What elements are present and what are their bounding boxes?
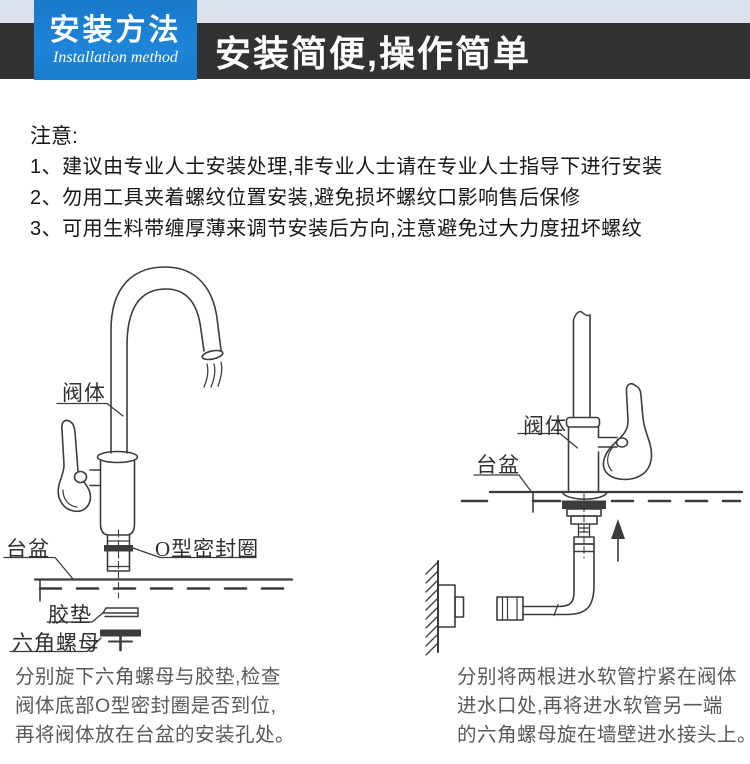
label-valve-body-right: 阀体: [523, 414, 567, 438]
caption-line: 进水口处,再将进水软管另一端: [457, 695, 723, 717]
handle-connector: [89, 469, 102, 487]
body-sides: [99, 460, 136, 536]
body-flange: [96, 450, 139, 464]
hose-outer: [522, 550, 595, 616]
leader-gasket: [46, 611, 105, 623]
hose-hex-flats: [501, 596, 518, 621]
hose-break-tick: [553, 603, 559, 617]
right-faucet-diagram: [425, 311, 744, 656]
arrow-head: [611, 519, 625, 539]
note-item-3: 3、可用生料带缠厚薄来调节安装后方向,注意避免过大力度扭坏螺纹: [30, 218, 643, 240]
leader-valve-body: [56, 402, 124, 417]
handle-pivot: [73, 470, 88, 484]
badge-subtitle: Installation method: [53, 48, 178, 66]
label-gasket: 胶垫: [48, 603, 92, 627]
leader-hex-nut: [9, 637, 102, 653]
label-basin-left: 台盆: [6, 537, 50, 561]
tube-break-line: [572, 311, 591, 321]
gasket-drawing: [102, 607, 139, 618]
leader-o-ring: [129, 546, 257, 559]
body-flange: [565, 416, 601, 428]
wall-fitting-large: [437, 584, 456, 628]
label-basin-right: 台盆: [476, 453, 520, 477]
handle-connector: [597, 436, 618, 448]
label-o-ring: O型密封圈: [155, 537, 260, 561]
caption-line: 分别将两根进水软管拧紧在阀体: [457, 666, 738, 688]
badge-title: 安装方法: [49, 13, 182, 47]
handle-inner-line: [62, 489, 78, 508]
tube-sides: [572, 314, 591, 418]
caption-line: 分别旋下六角螺母与胶垫,检查: [15, 666, 281, 688]
wall-hatching: [425, 561, 439, 656]
leader-basin: [3, 556, 74, 580]
right-diagram-caption: 分别将两根进水软管拧紧在阀体 进水口处,再将进水软管另一端 的六角螺母旋在墙壁进…: [457, 663, 750, 750]
handle-inner-line: [607, 446, 614, 472]
caption-line: 阀体底部O型密封圈是否到位,: [15, 695, 277, 717]
shank-outline: [106, 534, 131, 572]
note-item-2: 2、勿用工具夹着螺纹位置安装,避免损坏螺纹口影响售后保修: [30, 187, 581, 209]
left-diagram-caption: 分别旋下六角螺母与胶垫,检查 阀体底部O型密封圈是否到位, 再将阀体放在台盆的安…: [15, 663, 315, 750]
spout-tip: [201, 349, 224, 361]
body-sides: [567, 426, 600, 492]
left-faucet-diagram: [3, 266, 294, 653]
caption-line: 再将阀体放在台盆的安装孔处。: [15, 724, 296, 746]
hose-inner: [522, 550, 575, 608]
note-item-1: 1、建议由专业人士安装处理,非专业人士请在专业人士指导下进行安装: [30, 156, 663, 178]
leader-basin: [473, 474, 533, 493]
section-badge: 安装方法 Installation method: [34, 0, 197, 80]
label-hex-nut: 六角螺母: [12, 631, 100, 655]
body-bottom-arc: [562, 492, 608, 500]
o-ring-band: [104, 545, 133, 552]
spout-outer-curve: [110, 266, 222, 454]
notes-heading: 注意:: [30, 125, 78, 148]
handle-lever: [602, 383, 653, 481]
label-valve-body-left: 阀体: [62, 381, 106, 405]
leader-valve-body: [517, 432, 579, 449]
caption-line: 的六角螺母旋在墙壁进水接头上。: [457, 724, 750, 746]
hose-hex-nut: [496, 596, 524, 621]
water-streams: [203, 361, 223, 388]
wall-fitting-small: [454, 596, 465, 618]
threaded-rod: [577, 523, 591, 538]
spout-inner-curve: [126, 288, 205, 454]
banner-title: 安装简便,操作简单: [215, 33, 532, 74]
handle-lever: [57, 419, 92, 513]
hexnut-bar: [100, 629, 141, 637]
